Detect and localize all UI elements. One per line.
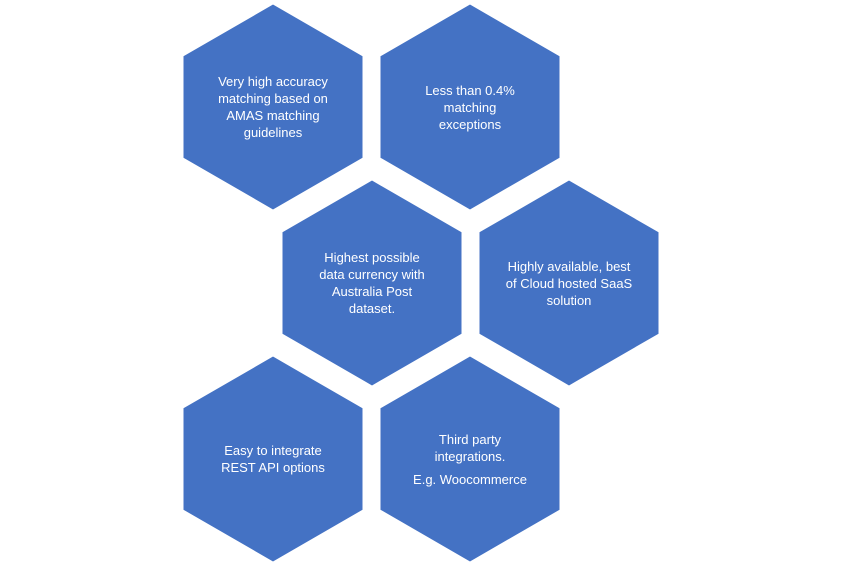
hexagon-third-party bbox=[379, 355, 561, 563]
hexagon-accuracy-line: matching based on bbox=[218, 91, 328, 106]
hexagon-integrate-line: REST API options bbox=[221, 460, 325, 475]
hexagon-exceptions-line: exceptions bbox=[438, 116, 502, 132]
hexagon-currency-line: Highest possible bbox=[324, 250, 420, 265]
hexagon-exceptions bbox=[379, 3, 561, 211]
hexagon-availability-line: solution bbox=[546, 292, 592, 308]
hexagon-third-party-example: E.g. Woocommerce bbox=[413, 471, 527, 487]
hexagon-currency-line: Australia Post bbox=[331, 284, 413, 299]
hexagon-availability-text: Highly available, best of Cloud hosted S… bbox=[494, 238, 644, 328]
hexagon-accuracy-line: guidelines bbox=[243, 125, 303, 140]
hexagon-accuracy bbox=[182, 3, 364, 211]
hexagon-availability-line: of Cloud hosted SaaS bbox=[505, 275, 633, 291]
hexagon-accuracy-text: Very high accuracy matching based on AMA… bbox=[203, 62, 343, 152]
hexagon-accuracy-line: Very high accuracy bbox=[218, 74, 328, 89]
hexagon-accuracy-line: AMAS matching bbox=[226, 108, 320, 123]
hexagon-currency-line: dataset. bbox=[348, 301, 396, 316]
hexagon-currency-line: data currency with bbox=[319, 267, 425, 282]
hexagon-exceptions-text: Less than 0.4% matching exceptions bbox=[400, 62, 540, 152]
hexagon-third-party-text: Third party integrations. E.g. Woocommer… bbox=[400, 414, 540, 504]
hexagon-exceptions-line: Less than 0.4% bbox=[425, 82, 515, 98]
hexagon-third-party-line: integrations. bbox=[434, 448, 506, 464]
hexagon-integrate-line: Easy to integrate bbox=[224, 443, 322, 458]
hexagon-exceptions-line: matching bbox=[443, 99, 497, 115]
hexagon-integrate bbox=[182, 355, 364, 563]
hexagon-third-party-line: Third party bbox=[438, 431, 502, 447]
hexagon-availability-line: Highly available, best bbox=[507, 258, 631, 274]
hexagon-availability bbox=[478, 179, 660, 387]
hexagon-currency bbox=[281, 179, 463, 387]
hexagon-integrate-text: Easy to integrate REST API options bbox=[203, 414, 343, 504]
hexagon-currency-text: Highest possible data currency with Aust… bbox=[302, 238, 442, 328]
